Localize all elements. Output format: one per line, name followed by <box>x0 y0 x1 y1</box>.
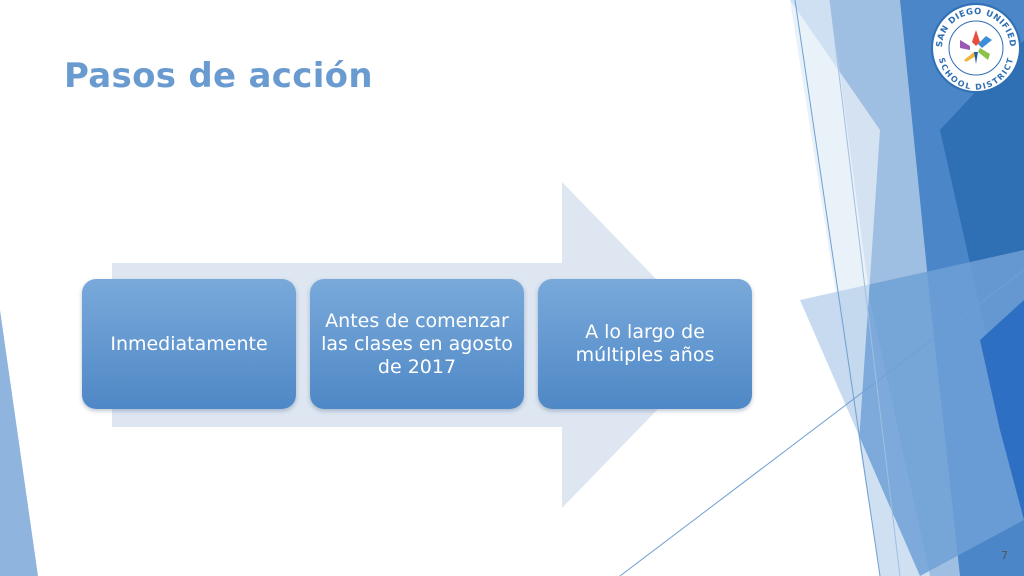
step-label-1: Inmediatamente <box>110 332 268 355</box>
step-box-1: Inmediatamente <box>82 279 296 409</box>
step-label-3: A lo largo de múltiples años <box>575 321 715 366</box>
step-label-2: Antes de comenzar las clases en agosto d… <box>321 309 513 378</box>
bg-line-3 <box>829 0 901 576</box>
star-icon <box>960 30 992 64</box>
slide-title: Pasos de acción <box>64 56 373 96</box>
district-logo: SAN DIEGO UNIFIED SCHOOL DISTRICT <box>931 3 1021 93</box>
page-number: 7 <box>1001 549 1008 562</box>
bg-left-sliver <box>0 310 38 576</box>
step-box-3: A lo largo de múltiples años <box>538 279 752 409</box>
bg-line-2 <box>619 269 1024 576</box>
bg-line-1 <box>794 0 881 576</box>
bg-shard-bright <box>980 300 1024 520</box>
bg-shard-white <box>790 0 880 576</box>
step-box-2: Antes de comenzar las clases en agosto d… <box>310 279 524 409</box>
